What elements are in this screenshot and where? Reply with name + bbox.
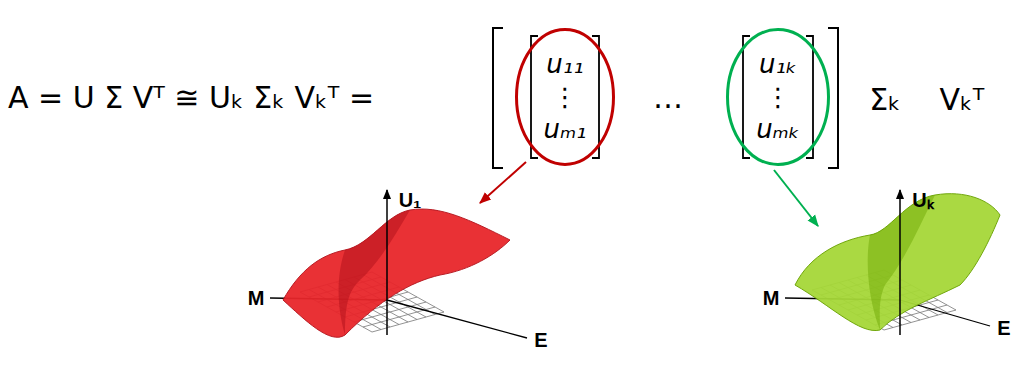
grid-line [372, 312, 444, 332]
axis-line [899, 190, 901, 335]
matrix-entry: ⋮ [765, 81, 791, 114]
axis-label: U₁ [399, 188, 422, 212]
matrix-entry: uₘₖ [756, 113, 800, 146]
column-ellipse: u₁₁⋮uₘ₁ [515, 28, 615, 166]
surface-shade [339, 210, 410, 335]
ellipse-outline [517, 30, 614, 165]
column-bracket [592, 36, 599, 158]
column-bracket [531, 36, 538, 158]
leader-arrow [480, 162, 526, 203]
green-surface [795, 194, 1000, 331]
leader-arrow [774, 170, 818, 226]
v-factor: Vₖᵀ [940, 82, 985, 118]
red-surface [283, 209, 510, 337]
axis-line [387, 300, 527, 338]
equation: A = U Σ Vᵀ ≅ Uₖ Σₖ Vₖᵀ = [8, 80, 374, 116]
matrix-bracket [493, 28, 503, 168]
axis-label: E [534, 328, 547, 352]
ellipse-outline [728, 30, 829, 165]
axis-label: M [763, 286, 780, 310]
matrix-entry: uₘ₁ [543, 113, 586, 146]
column-bracket [743, 36, 750, 158]
ellipsis: … [653, 80, 683, 116]
matrix-entry: ⋮ [552, 81, 578, 114]
matrix-entry: u₁ₖ [759, 48, 797, 81]
column-vector: u₁ₖ⋮uₘₖ [726, 28, 830, 166]
surface-shade [868, 195, 935, 330]
matrix-entry: u₁₁ [546, 48, 583, 81]
column-bracket [806, 36, 813, 158]
axis-label: Uₖ [912, 188, 933, 212]
column-ellipse: u₁ₖ⋮uₘₖ [726, 28, 830, 166]
axis-label: M [248, 286, 265, 310]
axis-line [386, 190, 388, 335]
axis-label: E [997, 316, 1010, 340]
sigma-factor: Σₖ [869, 82, 901, 118]
column-vector: u₁₁⋮uₘ₁ [515, 28, 615, 166]
